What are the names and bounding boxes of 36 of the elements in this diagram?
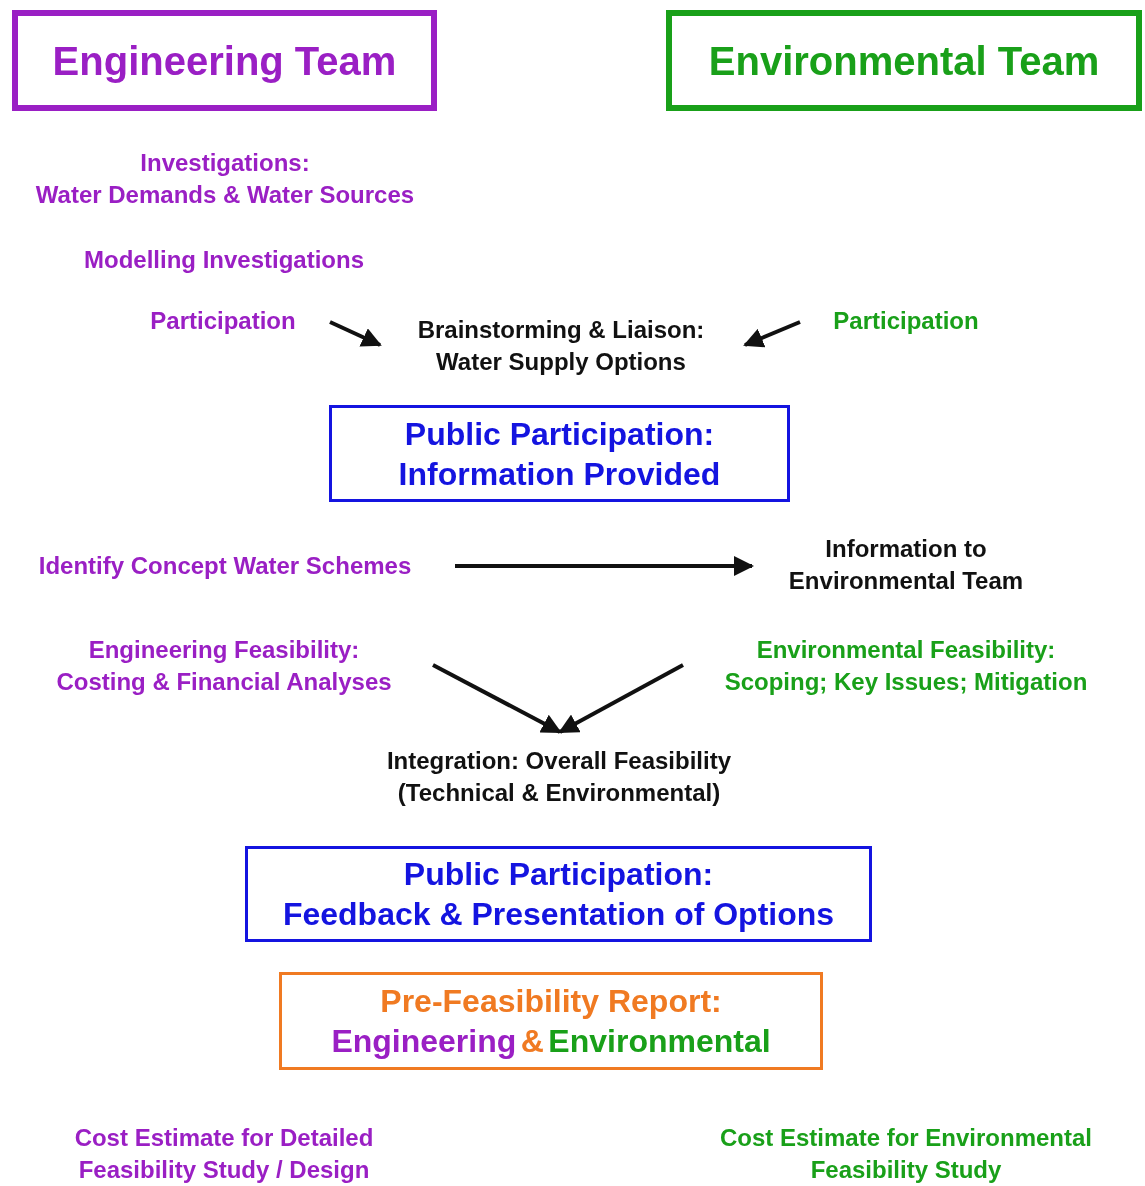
box-text: Environmental <box>548 1022 771 1061</box>
box-text: Public Participation: <box>404 414 715 454</box>
box-text: Feedback & Presentation of Options <box>282 895 835 934</box>
step-text: Information to Environmental Team <box>787 534 1025 596</box>
box-text: Engineering <box>331 1022 517 1061</box>
step-text: Identify Concept Water Schemes <box>38 551 412 581</box>
team-box <box>12 10 437 111</box>
step-text: Water Supply Options <box>436 347 686 377</box>
box-text: & <box>520 1022 544 1061</box>
participation-box <box>329 405 790 502</box>
step-text: Modelling Investigations <box>84 245 364 275</box>
step-text: Brainstorming & Liaison: <box>417 315 705 345</box>
step-text: Participation <box>833 306 979 336</box>
step-text: Scoping; Key Issues; Mitigation <box>724 667 1088 697</box>
step-text: Cost Estimate for Detailed Feasibility Study / Design <box>73 1123 375 1185</box>
step-text: Participation <box>150 306 296 336</box>
box-text: Information Provided <box>398 454 721 494</box>
box-text: Public Participation: <box>403 855 714 894</box>
step-text: Investigations: <box>140 148 310 178</box>
step-text: Cost Estimate for Environmental Feasibility Study <box>718 1123 1094 1185</box>
step-text: Integration: Overall Feasibility (Technical & Environmental) <box>385 746 733 808</box>
arrow <box>455 556 754 576</box>
team-box <box>666 10 1142 111</box>
report-box <box>279 972 823 1070</box>
participation-box <box>245 846 872 942</box>
step-text: Water Demands & Water Sources <box>35 180 415 210</box>
team-heading: Engineering Team <box>52 37 397 84</box>
step-text: Engineering Feasibility: <box>88 635 360 665</box>
team-heading: Environmental Team <box>708 37 1100 84</box>
arrow <box>329 320 382 347</box>
arrow <box>558 663 684 734</box>
arrow <box>743 320 801 348</box>
step-text: Environmental Feasibility: <box>756 635 1056 665</box>
box-text: Pre-Feasibility Report: <box>380 982 722 1021</box>
arrow <box>432 663 562 734</box>
step-text: Costing & Financial Analyses <box>56 667 392 697</box>
